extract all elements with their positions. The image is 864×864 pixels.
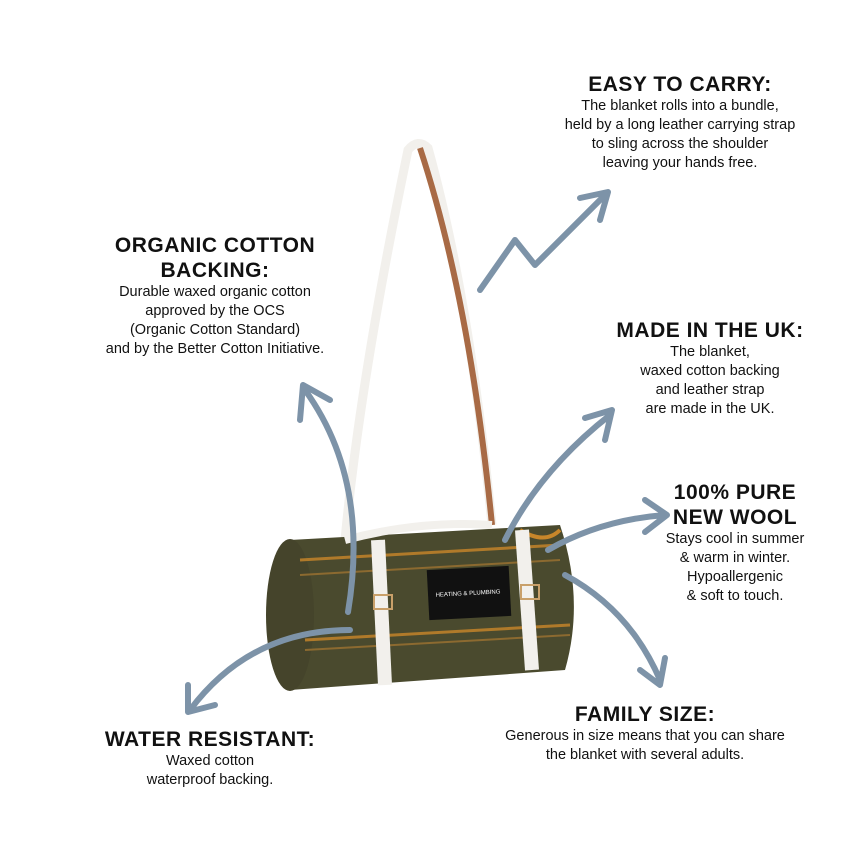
arrow-water bbox=[185, 627, 353, 715]
family-title: FAMILY SIZE: bbox=[574, 703, 716, 726]
wool-callout: 100% PURE NEW WOOL Stays cool in summer … bbox=[650, 480, 820, 606]
organic-line: Durable waxed organic cotton bbox=[119, 284, 311, 300]
carry-callout: EASY TO CARRY: The blanket rolls into a … bbox=[520, 72, 840, 173]
brand-label bbox=[426, 565, 512, 621]
uk-title: MADE IN THE UK: bbox=[616, 319, 804, 342]
family-callout: FAMILY SIZE: Generous in size means that… bbox=[460, 702, 830, 765]
organic-line: (Organic Cotton Standard) bbox=[129, 322, 301, 338]
organic-callout: ORGANIC COTTON BACKING: Durable waxed or… bbox=[60, 233, 370, 359]
arrow-carry bbox=[477, 189, 611, 293]
uk-line: The blanket, bbox=[670, 344, 750, 360]
arrow-uk bbox=[502, 407, 615, 543]
carry-line: held by a long leather carrying strap bbox=[564, 117, 796, 133]
water-title: WATER RESISTANT: bbox=[104, 728, 316, 751]
brand-label-text: HEATING & PLUMBING bbox=[435, 589, 500, 598]
arrow-wool bbox=[545, 497, 670, 553]
organic-title: BACKING: bbox=[160, 259, 270, 282]
rolled-blanket bbox=[266, 520, 574, 691]
carry-title: EASY TO CARRY: bbox=[588, 73, 772, 96]
family-line: the blanket with several adults. bbox=[545, 747, 745, 763]
uk-line: are made in the UK. bbox=[645, 401, 775, 417]
carry-line: to sling across the shoulder bbox=[591, 136, 769, 152]
carry-line: leaving your hands free. bbox=[602, 155, 758, 171]
wool-line: & soft to touch. bbox=[686, 588, 784, 604]
uk-callout: MADE IN THE UK: The blanket, waxed cotto… bbox=[590, 318, 830, 419]
organic-line: and by the Better Cotton Initiative. bbox=[105, 341, 325, 357]
family-line: Generous in size means that you can shar… bbox=[505, 728, 785, 744]
organic-title: ORGANIC COTTON bbox=[114, 234, 316, 257]
wool-line: Stays cool in summer bbox=[665, 531, 805, 547]
water-callout: WATER RESISTANT: Waxed cotton waterproof… bbox=[80, 727, 340, 790]
organic-line: approved by the OCS bbox=[145, 303, 285, 319]
wool-title: 100% PURE bbox=[673, 481, 797, 504]
arrow-family bbox=[562, 572, 668, 688]
arrow-organic bbox=[297, 382, 357, 615]
wool-line: Hypoallergenic bbox=[687, 569, 783, 585]
wool-title: NEW WOOL bbox=[672, 506, 798, 529]
uk-line: and leather strap bbox=[655, 382, 765, 398]
uk-line: waxed cotton backing bbox=[640, 363, 780, 379]
carry-line: The blanket rolls into a bundle, bbox=[581, 98, 779, 114]
water-line: waterproof backing. bbox=[146, 772, 274, 788]
wool-line: & warm in winter. bbox=[679, 550, 791, 566]
water-line: Waxed cotton bbox=[165, 753, 255, 769]
